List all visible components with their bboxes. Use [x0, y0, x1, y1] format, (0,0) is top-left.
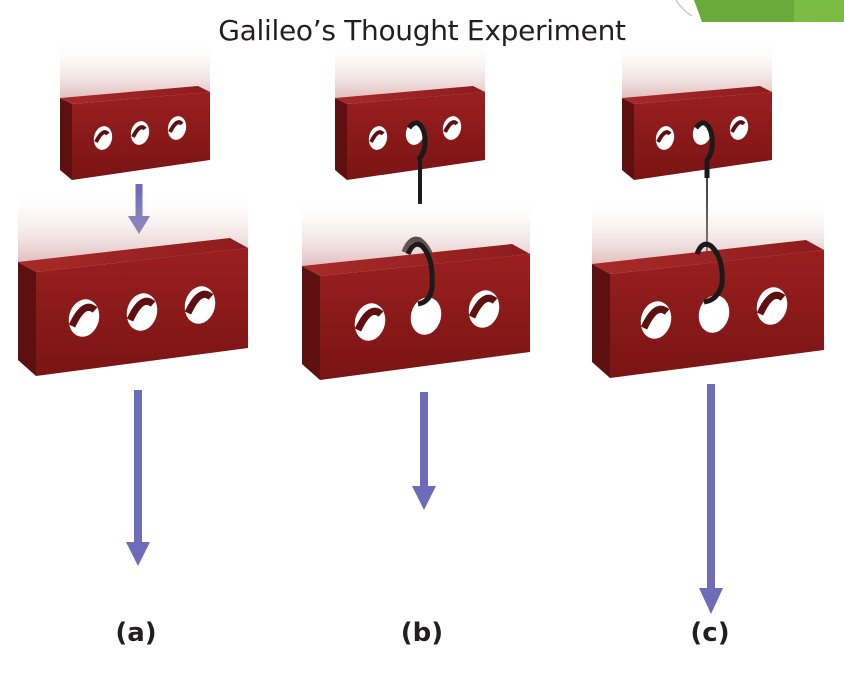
velocity-arrow: [699, 384, 723, 614]
velocity-arrow: [126, 390, 150, 566]
string: [694, 241, 725, 305]
panel-b: [302, 40, 530, 510]
large-brick: [592, 196, 824, 378]
panel-label-b: (b): [400, 618, 444, 648]
brick-hole: [698, 295, 730, 333]
small-brick: [335, 40, 485, 180]
panel-a: [18, 40, 248, 566]
corner-decoration: [675, 0, 844, 22]
large-brick: [18, 190, 248, 376]
string: [405, 241, 435, 307]
velocity-arrow: [412, 392, 436, 510]
large-brick: [302, 198, 530, 380]
small-brick: [622, 40, 772, 180]
panel-c: [592, 40, 824, 614]
panel-label-a: (a): [115, 618, 157, 648]
small-brick: [60, 40, 210, 180]
brick-hole: [410, 297, 442, 335]
panel-label-c: (c): [690, 618, 730, 648]
